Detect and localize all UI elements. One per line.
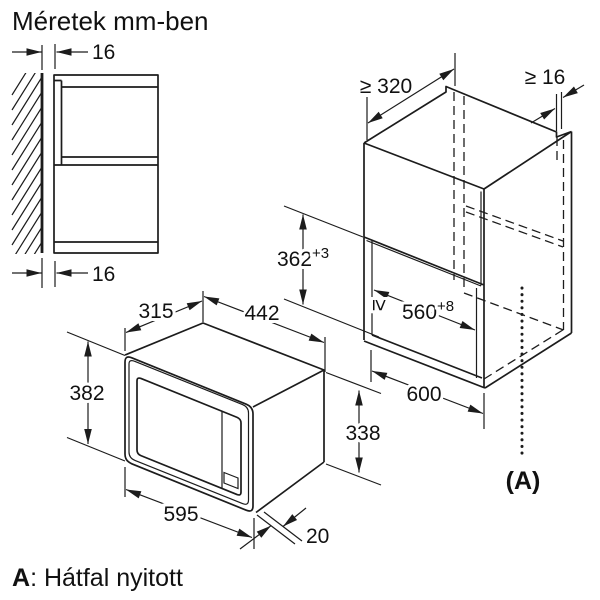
dim-min-back-clearance: ≥ 16	[525, 66, 566, 89]
dim-wall-gap-top: 16	[92, 41, 115, 64]
cabinet-front-panel	[363, 143, 485, 387]
dim-arrow	[239, 525, 272, 550]
microwave-top-face	[124, 322, 325, 408]
dim-front-height: 382	[69, 382, 104, 405]
dim-body-depth: 315	[138, 300, 173, 323]
drawing-title: Méretek mm-ben	[12, 6, 209, 36]
legend-text: A: Hátfal nyitott	[12, 564, 183, 592]
extension-lines	[370, 350, 485, 429]
dim-min-depth: ≥ 320	[360, 75, 412, 98]
hidden-edges-dashed	[453, 92, 567, 380]
cabinet-side-outline	[53, 74, 159, 254]
dim-frame-overhang: 20	[306, 525, 329, 548]
panel-thickness-lines	[366, 191, 482, 378]
dim-body-height: 338	[345, 422, 380, 445]
cabinet-view: ≥ 320 ≥ 16 362+3 ≥ 560+8 600 (A)	[274, 53, 585, 498]
dim-wall-gap-bottom: 16	[92, 263, 115, 286]
microwave-body-side	[255, 370, 325, 514]
extension-lines	[41, 44, 56, 288]
back-wall-label: (A)	[506, 467, 541, 495]
dim-niche-width: 560+8	[402, 298, 454, 324]
extension-lines	[366, 53, 456, 140]
dim-line-595	[125, 488, 253, 539]
extension-lines	[283, 205, 380, 338]
dim-arrow	[530, 107, 556, 124]
cabinet-side-panels	[54, 79, 158, 243]
side-section-view: 16 16	[11, 38, 159, 289]
control-button	[223, 471, 239, 490]
microwave-frame-bezel	[128, 360, 250, 505]
dim-line-600	[371, 370, 484, 415]
microwave-frame-outer	[124, 356, 254, 512]
extension-lines	[124, 291, 204, 351]
dim-niche-height: 362+3	[277, 245, 329, 271]
extension-lines	[66, 331, 126, 462]
extension-lines	[325, 371, 382, 486]
dim-line-442	[203, 295, 325, 344]
extension-lines	[555, 92, 563, 131]
dim-front-width: 595	[163, 503, 198, 526]
dim-niche-width-geq: ≥	[368, 299, 391, 311]
wall-hatching	[11, 73, 42, 254]
dim-line-560	[373, 289, 476, 331]
dim-line-315	[125, 300, 203, 334]
dim-outer-width: 600	[406, 383, 441, 406]
dim-arrow	[282, 507, 307, 527]
dim-line-320	[367, 68, 455, 124]
dim-arrow	[562, 84, 585, 99]
microwave-view: 315 442 382 338 595 20	[66, 291, 384, 551]
dim-body-width: 442	[244, 302, 279, 325]
extension-lines	[124, 467, 255, 549]
cabinet-top-face	[363, 85, 573, 333]
